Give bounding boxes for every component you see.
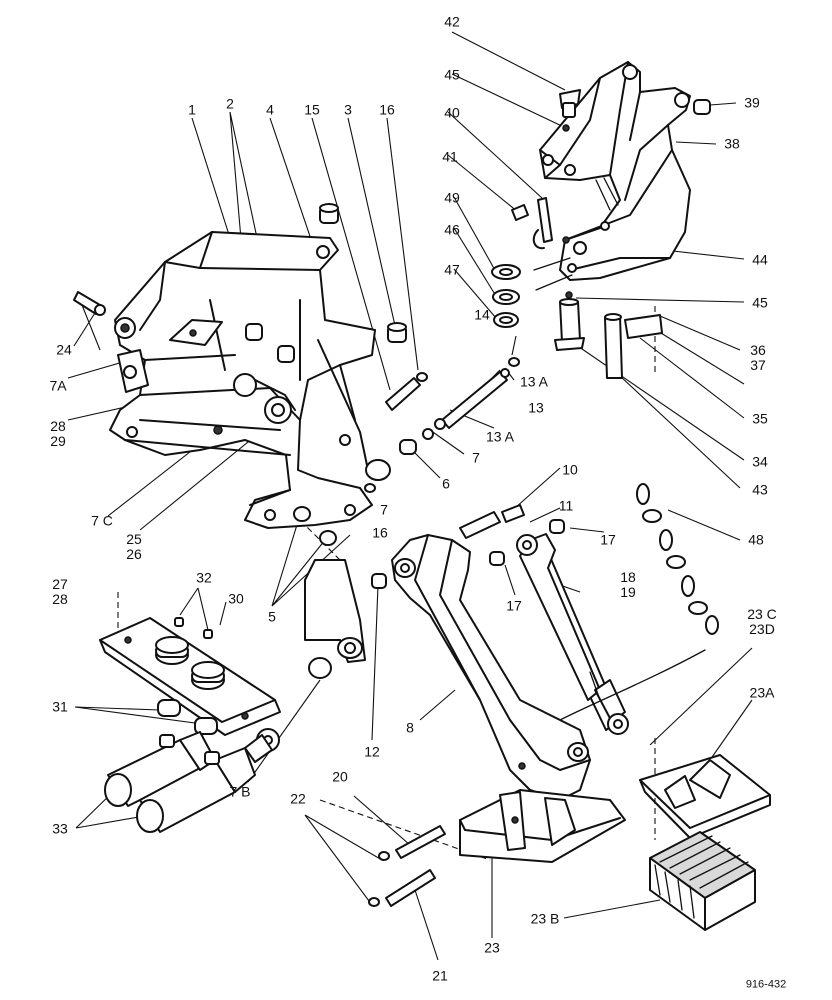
callout-31: 31: [52, 698, 68, 715]
rams-33: [104, 728, 280, 833]
callout-38: 38: [724, 135, 740, 152]
callout-25-26: 25 26: [126, 531, 142, 562]
callout-15: 15: [304, 101, 320, 118]
chain-48: [559, 483, 719, 721]
pin-24: [73, 291, 106, 316]
callout-45-lower: 45: [752, 294, 768, 311]
leader-lines: [67, 31, 753, 961]
callout-33: 33: [52, 820, 68, 837]
callout-17-upper: 17: [600, 531, 616, 548]
callout-22: 22: [290, 790, 306, 807]
callout-23: 23: [484, 939, 500, 956]
callout-2: 2: [226, 95, 234, 112]
pad-23a: [639, 754, 771, 839]
callout-1: 1: [188, 101, 196, 118]
frame-bushes: [245, 203, 407, 363]
callout-21: 21: [432, 967, 448, 984]
callout-11: 11: [558, 497, 574, 514]
callout-45-upper: 45: [444, 66, 460, 83]
callout-17-lower: 17: [506, 597, 522, 614]
callout-39: 39: [744, 94, 760, 111]
callout-14: 14: [474, 306, 490, 323]
callout-16-upper: 16: [379, 101, 395, 118]
callout-32: 32: [196, 569, 212, 586]
callout-36-37: 36 37: [750, 342, 766, 373]
callout-10: 10: [562, 461, 578, 478]
callout-48: 48: [748, 531, 764, 548]
head-casting-38: [539, 61, 691, 281]
bushes-31: [157, 699, 218, 735]
callout-6: 6: [442, 475, 450, 492]
callout-28-29: 28 29: [50, 418, 66, 449]
callout-13: 13: [528, 399, 544, 416]
callout-35: 35: [752, 410, 768, 427]
main-frame: [109, 231, 389, 529]
callout-7c: 7 C: [91, 512, 113, 529]
callout-20: 20: [332, 768, 348, 785]
plate-7b: [304, 559, 366, 679]
pins-20-21: [368, 825, 446, 907]
callout-23c-23d: 23 C 23D: [747, 606, 777, 637]
callout-12: 12: [364, 743, 380, 760]
callout-3: 3: [344, 101, 352, 118]
tray-30: [99, 617, 281, 736]
callout-30: 30: [228, 590, 244, 607]
callout-7-upper: 7: [472, 449, 480, 466]
drawing-reference-number: 916-432: [745, 978, 787, 991]
callout-24: 24: [56, 341, 72, 358]
pins-13-15: [293, 357, 520, 546]
callout-46: 46: [444, 221, 460, 238]
callout-40: 40: [444, 104, 460, 121]
callout-16-middle: 16: [372, 524, 388, 541]
callout-44: 44: [752, 251, 768, 268]
hydraulic-ram: [516, 533, 629, 735]
arm-bushes: [459, 504, 565, 566]
callout-23b: 23 B: [530, 910, 560, 927]
foot-23: [459, 789, 626, 863]
callout-5: 5: [268, 608, 276, 625]
callout-13a-upper: 13 A: [519, 373, 549, 390]
callout-49: 49: [444, 189, 460, 206]
callout-42: 42: [444, 13, 460, 30]
callout-23a: 23A: [749, 684, 775, 701]
callout-13a-lower: 13 A: [485, 428, 515, 445]
callout-34: 34: [752, 453, 768, 470]
boom-arm: [371, 534, 591, 801]
callout-47: 47: [444, 261, 460, 278]
callout-7a: 7A: [49, 377, 67, 394]
callout-18-19: 18 19: [620, 569, 636, 600]
callout-4: 4: [266, 101, 274, 118]
callout-27-28: 27 28: [52, 576, 68, 607]
callout-41: 41: [442, 148, 458, 165]
callout-7-lower: 7: [380, 501, 388, 518]
head-hardware: [491, 89, 711, 379]
callout-7b: 7 B: [229, 783, 251, 800]
callout-8: 8: [406, 719, 414, 736]
pad-23b: [649, 831, 756, 931]
callout-43: 43: [752, 481, 768, 498]
